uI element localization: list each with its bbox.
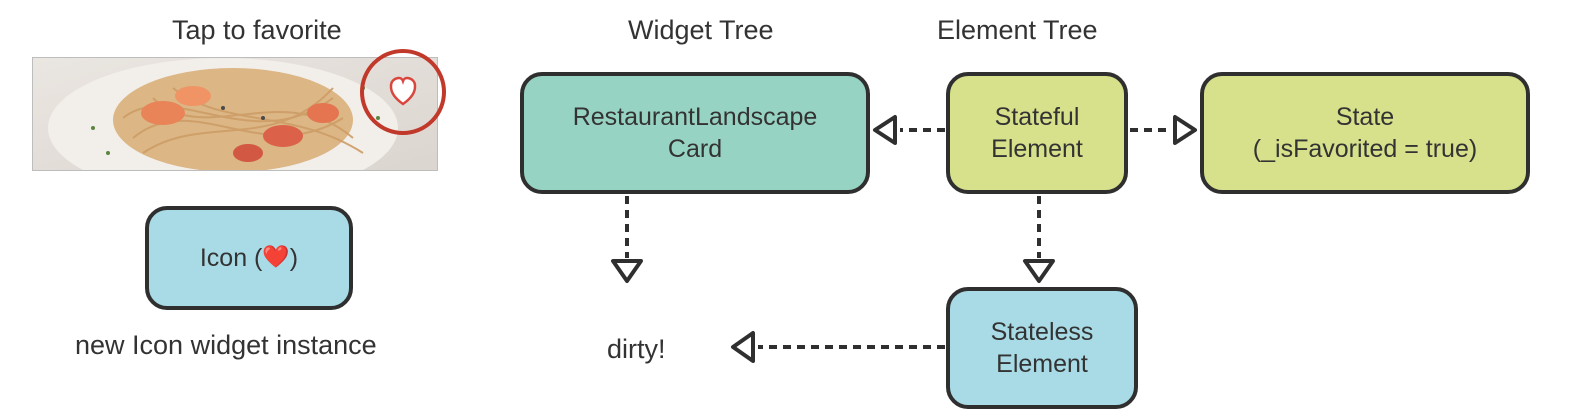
icon-widget-box: Icon ( ❤️ ) bbox=[145, 206, 353, 310]
arrowhead-down-stateless bbox=[1023, 259, 1055, 283]
arrowhead-left-dirty bbox=[731, 331, 755, 363]
stateful-element-node: Stateful Element bbox=[946, 72, 1128, 194]
node-line: (_isFavorited = true) bbox=[1252, 135, 1478, 163]
node-line: State bbox=[1335, 103, 1395, 131]
heart-highlight[interactable] bbox=[348, 32, 468, 152]
new-icon-caption: new Icon widget instance bbox=[75, 330, 377, 360]
node-line: Stateful bbox=[994, 103, 1080, 131]
element-tree-header: Element Tree bbox=[937, 15, 1098, 45]
restaurant-landscape-card-node: RestaurantLandscape Card bbox=[520, 72, 870, 194]
heart-emoji-icon: ❤️ bbox=[262, 245, 290, 270]
tap-to-favorite-title: Tap to favorite bbox=[172, 15, 342, 45]
node-line: RestaurantLandscape bbox=[572, 103, 818, 131]
arrowhead-right-state bbox=[1173, 115, 1197, 145]
node-line: Element bbox=[996, 350, 1088, 378]
arrowhead-down-widget bbox=[611, 259, 643, 283]
node-line: Element bbox=[991, 135, 1083, 163]
dirty-label: dirty! bbox=[607, 334, 666, 364]
node-line: Stateless bbox=[990, 318, 1094, 346]
stateless-element-node: Stateless Element bbox=[946, 287, 1138, 409]
node-line: Card bbox=[667, 135, 723, 163]
arrowhead-left-widget bbox=[873, 115, 897, 145]
icon-box-close: ) bbox=[289, 244, 299, 272]
state-node: State (_isFavorited = true) bbox=[1200, 72, 1530, 194]
widget-tree-header: Widget Tree bbox=[628, 15, 774, 45]
highlight-ring bbox=[360, 49, 446, 135]
icon-box-label: Icon ( bbox=[199, 244, 263, 272]
heart-outline-icon[interactable] bbox=[389, 76, 417, 106]
